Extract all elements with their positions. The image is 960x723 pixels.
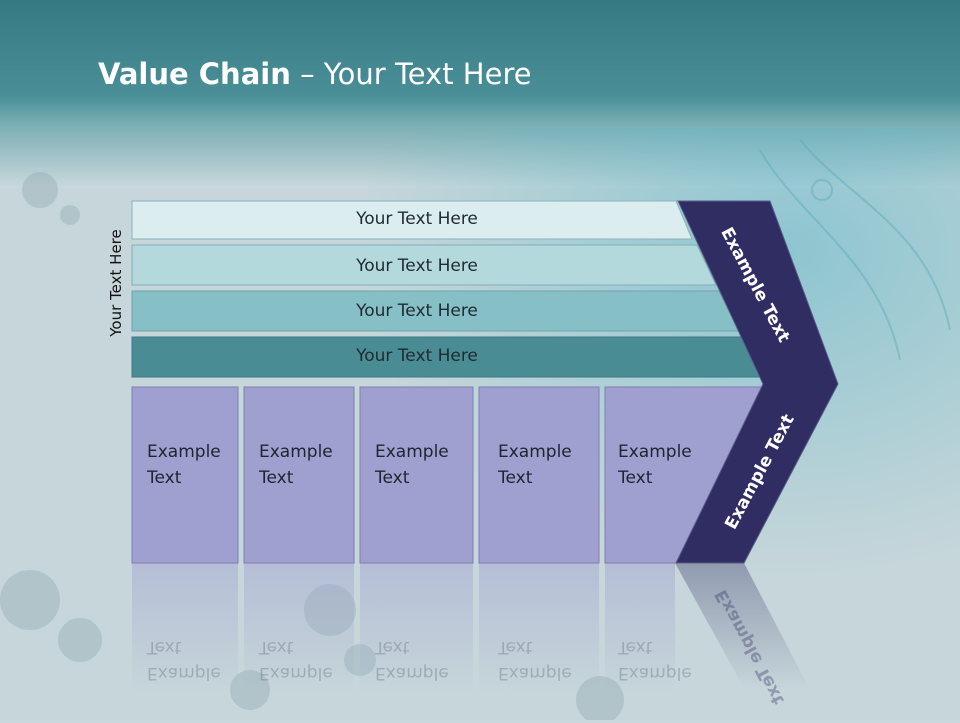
box-4-line1: Example [498,442,572,462]
box-3 [359,386,474,564]
slide-title-rest: – Your Text Here [290,57,532,91]
box-3-line1: Example [375,442,449,462]
box-3-line2: Text [375,468,410,488]
box-1-line1: Example [147,442,221,462]
box-4 [478,386,600,564]
bar-4-label: Your Text Here [356,346,478,366]
bar-1 [131,200,693,240]
diagram-reflection [132,563,810,693]
box-4-label: Example Text [498,439,598,491]
box-2-line1: Example [259,442,333,462]
box-5-line2: Text [618,468,653,488]
bar-1-label: Your Text Here [356,209,478,229]
bar-2-label: Your Text Here [356,256,478,276]
box-4-line2: Text [498,468,533,488]
box-5-line1: Example [618,442,692,462]
box-2 [243,386,355,564]
box-3-label: Example Text [375,439,475,491]
box-1 [131,386,239,564]
box-1-line2: Text [147,468,182,488]
bar-3-label: Your Text Here [356,301,478,321]
slide-title-bold: Value Chain [98,57,291,91]
chevron-arrow [675,200,839,564]
box-1-label: Example Text [147,439,247,491]
box-2-line2: Text [259,468,294,488]
side-label: Your Text Here [107,229,125,337]
box-5-label: Example Text [618,439,718,491]
box-2-label: Example Text [259,439,359,491]
slide-title: Value Chain – Your Text Here [98,52,532,96]
bar-2 [131,244,717,286]
